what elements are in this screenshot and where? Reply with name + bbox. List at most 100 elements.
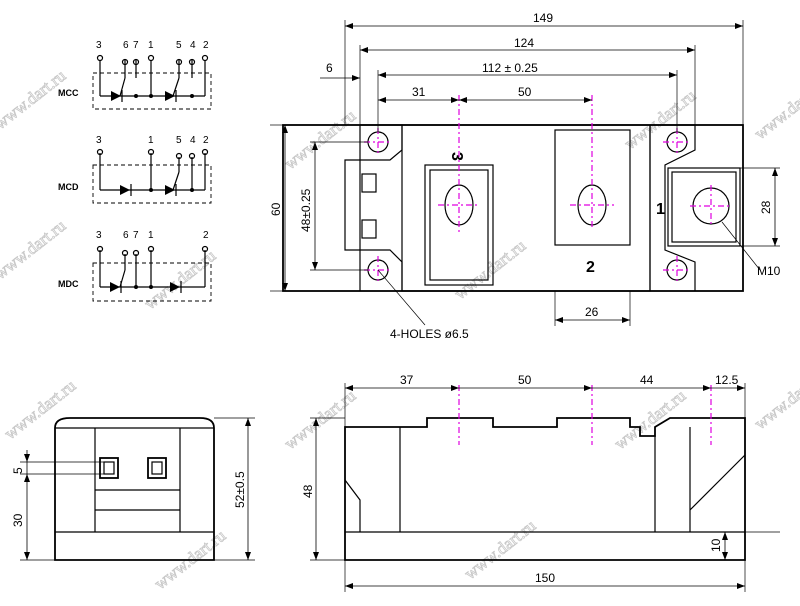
dim-terminal-height: 28	[759, 200, 773, 214]
diode-symbol	[170, 282, 180, 292]
watermark-text: www.dart.ru	[751, 366, 800, 433]
case-outline	[401, 124, 651, 292]
pin-terminal	[201, 54, 209, 62]
gate-connector	[361, 173, 377, 193]
schematic-mcc: MCC 3 6 7 1 5 4 2	[58, 40, 212, 110]
pin-label: 2	[203, 230, 209, 241]
watermark-text: www.dart.ru	[141, 246, 220, 313]
gate-connector	[361, 219, 377, 239]
pin-label: 4	[190, 135, 196, 146]
dim-hole-pitch: 124	[514, 36, 534, 50]
schematic-label: MCD	[58, 182, 79, 192]
thyristor-symbol	[165, 185, 175, 195]
gate-pin	[147, 457, 167, 479]
end-outline	[54, 417, 215, 561]
side-outline	[344, 417, 746, 561]
diode-symbol	[111, 91, 121, 101]
diode-symbol	[120, 185, 130, 195]
pin-label: 6	[123, 40, 129, 51]
watermark-text: www.dart.ru	[611, 386, 690, 453]
pin-terminal	[188, 152, 196, 160]
dim-terminal-width: 26	[585, 305, 599, 319]
pin-terminal	[132, 249, 140, 257]
dim-hole-spacing: 48±0.25	[299, 188, 313, 232]
module-outline	[92, 72, 212, 110]
pin-label: 7	[133, 40, 139, 51]
schematic-mdc: MDC 3 6 7 1 2	[58, 230, 212, 302]
dim-side-height: 48	[301, 484, 315, 498]
dim-side-d: 12.5	[715, 373, 739, 387]
dim-side-c: 44	[640, 373, 654, 387]
pin-terminal	[201, 245, 209, 253]
dim-center-span: 112 ± 0.25	[482, 61, 538, 75]
watermark-text: www.dart.ru	[0, 216, 70, 283]
pin-label: 1	[148, 40, 154, 51]
dim-first-terminal: 31	[412, 85, 426, 99]
module-outline	[92, 164, 212, 204]
schematic-label: MCC	[58, 88, 79, 98]
watermark-text: www.dart.ru	[281, 106, 360, 173]
dim-side-b: 50	[518, 373, 532, 387]
pin-terminal	[147, 148, 155, 156]
pin-label: 5	[176, 40, 182, 51]
pin-terminal	[201, 148, 209, 156]
thread-note: M10	[757, 264, 781, 278]
dim-total-height: 52±0.5	[233, 471, 247, 508]
dim-terminal-pitch: 50	[518, 85, 532, 99]
schematic-mcd: MCD 3 1 5 4 2	[58, 135, 212, 204]
base-plate-outline	[282, 124, 744, 292]
pin-label: 1	[148, 135, 154, 146]
watermark-text: www.dart.ru	[621, 86, 700, 153]
pin-terminal	[175, 152, 183, 160]
terminal-label: 3	[448, 152, 465, 161]
pin-terminal	[175, 58, 183, 66]
dim-side-a: 37	[400, 373, 414, 387]
pin-terminal	[147, 54, 155, 62]
watermark-text: www.dart.ru	[751, 76, 800, 143]
dim-edge-offset: 6	[326, 61, 333, 75]
top-view: 3 2 1 149 124 112 ± 0.25 6 31 50	[269, 11, 781, 341]
pin-terminal	[96, 54, 104, 62]
dim-side-length: 150	[535, 571, 555, 585]
pin-label: 2	[203, 135, 209, 146]
terminal-2	[554, 129, 631, 246]
watermark-text: www.dart.ru	[461, 516, 540, 583]
schematic-label: MDC	[58, 279, 79, 289]
pin-label: 4	[190, 40, 196, 51]
pin-terminal	[188, 58, 196, 66]
holes-note: 4-HOLES ø6.5	[390, 327, 469, 341]
watermark-text: www.dart.ru	[1, 376, 80, 443]
thyristor-symbol	[165, 91, 175, 101]
pin-label: 3	[96, 40, 102, 51]
watermark-text: www.dart.ru	[451, 236, 530, 303]
end-view: 5 30 52±0.5	[11, 417, 255, 561]
thyristor-symbol	[110, 282, 120, 292]
pin-label: 1	[148, 230, 154, 241]
dim-pin-height: 30	[11, 513, 25, 527]
pin-terminal	[96, 148, 104, 156]
dim-overall-length: 149	[533, 11, 553, 25]
watermark-text: www.dart.ru	[0, 66, 70, 133]
pin-label: 6	[123, 230, 129, 241]
dim-base: 10	[709, 538, 723, 552]
side-view: 37 50 44 12.5 48 10 150	[301, 373, 780, 592]
watermark-text: www.dart.ru	[281, 386, 360, 453]
pin-terminal	[121, 58, 129, 66]
pin-terminal	[96, 245, 104, 253]
pin-label: 7	[133, 230, 139, 241]
pin-label: 3	[96, 230, 102, 241]
terminal-1	[667, 167, 741, 247]
pin-label: 5	[176, 135, 182, 146]
pin-terminal	[147, 245, 155, 253]
module-outline	[92, 262, 212, 302]
dim-pin-spacing: 5	[11, 467, 25, 474]
gate-pin	[99, 457, 119, 479]
terminal-label: 1	[656, 201, 665, 218]
pin-label: 3	[96, 135, 102, 146]
dim-height: 60	[269, 202, 283, 216]
pin-terminal	[132, 58, 140, 66]
terminal-label: 2	[586, 259, 595, 276]
pin-label: 2	[203, 40, 209, 51]
